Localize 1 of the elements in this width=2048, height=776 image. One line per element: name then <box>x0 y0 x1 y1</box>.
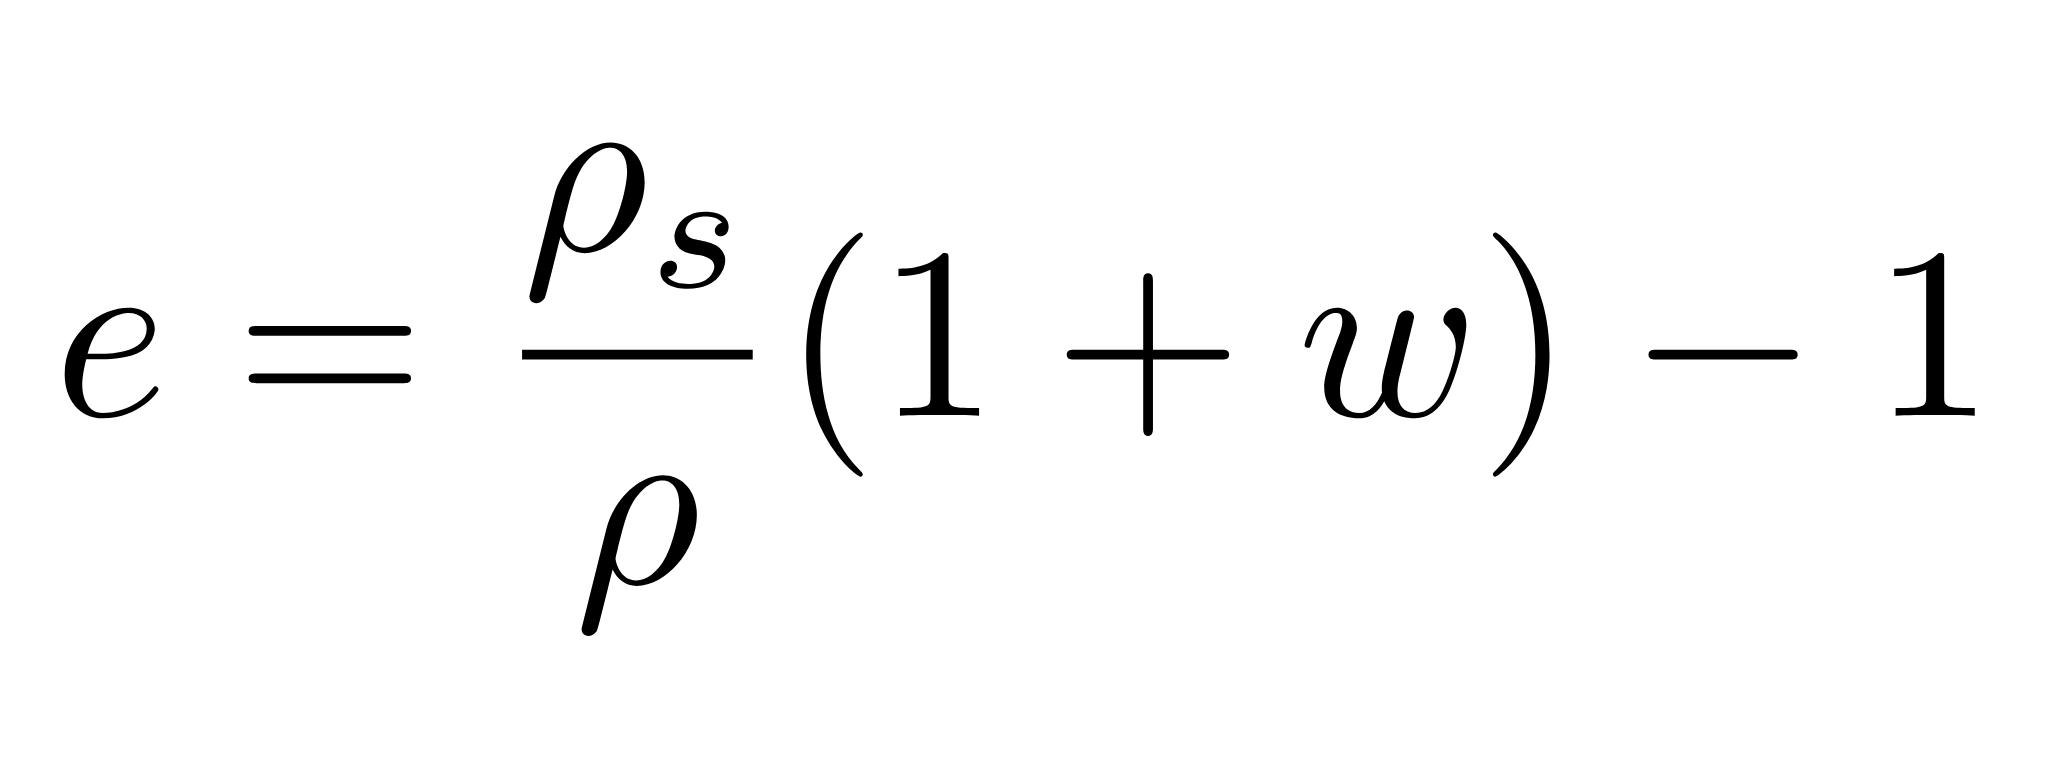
formula: $e=\frac{\rho_{s}}{\rho}(1+w)-1$ <box>64 142 1975 636</box>
